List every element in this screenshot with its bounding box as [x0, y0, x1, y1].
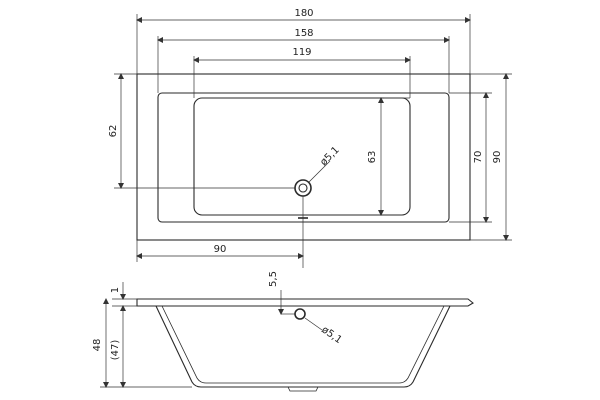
tub-outer-outline [136, 73, 471, 241]
dimension-48-label: 48 [92, 339, 103, 352]
dimension-90-width-label: 90 [492, 151, 503, 164]
dimension-1-label: 1 [110, 287, 121, 293]
dimension-63-label: 63 [367, 151, 378, 164]
tub-rim-profile [136, 298, 474, 307]
side-view: 5,5 ø5,1 1 48 (47) [92, 271, 474, 392]
tub-bottom-outline [193, 97, 411, 216]
dimension-62-label: 62 [108, 125, 119, 138]
dimension-158-label: 158 [294, 28, 313, 39]
drain-diameter-label: ø5,1 [318, 145, 341, 168]
tub-shell-profile [155, 305, 451, 388]
overflow-diameter-label: ø5,1 [319, 324, 343, 346]
overflow-icon [294, 308, 306, 320]
dimension-70-label: 70 [473, 151, 484, 164]
tub-inner-rim-outline [157, 92, 450, 223]
top-view: 180 158 119 90 70 63 62 ø5,1 90 [108, 8, 512, 268]
dimension-47-label: (47) [110, 340, 121, 361]
dimension-90-offset-label: 90 [214, 244, 227, 255]
dimension-119-label: 119 [292, 47, 311, 58]
dimension-5-5-label: 5,5 [268, 271, 279, 287]
dimension-180-label: 180 [294, 8, 313, 19]
drain-icon [294, 179, 312, 197]
